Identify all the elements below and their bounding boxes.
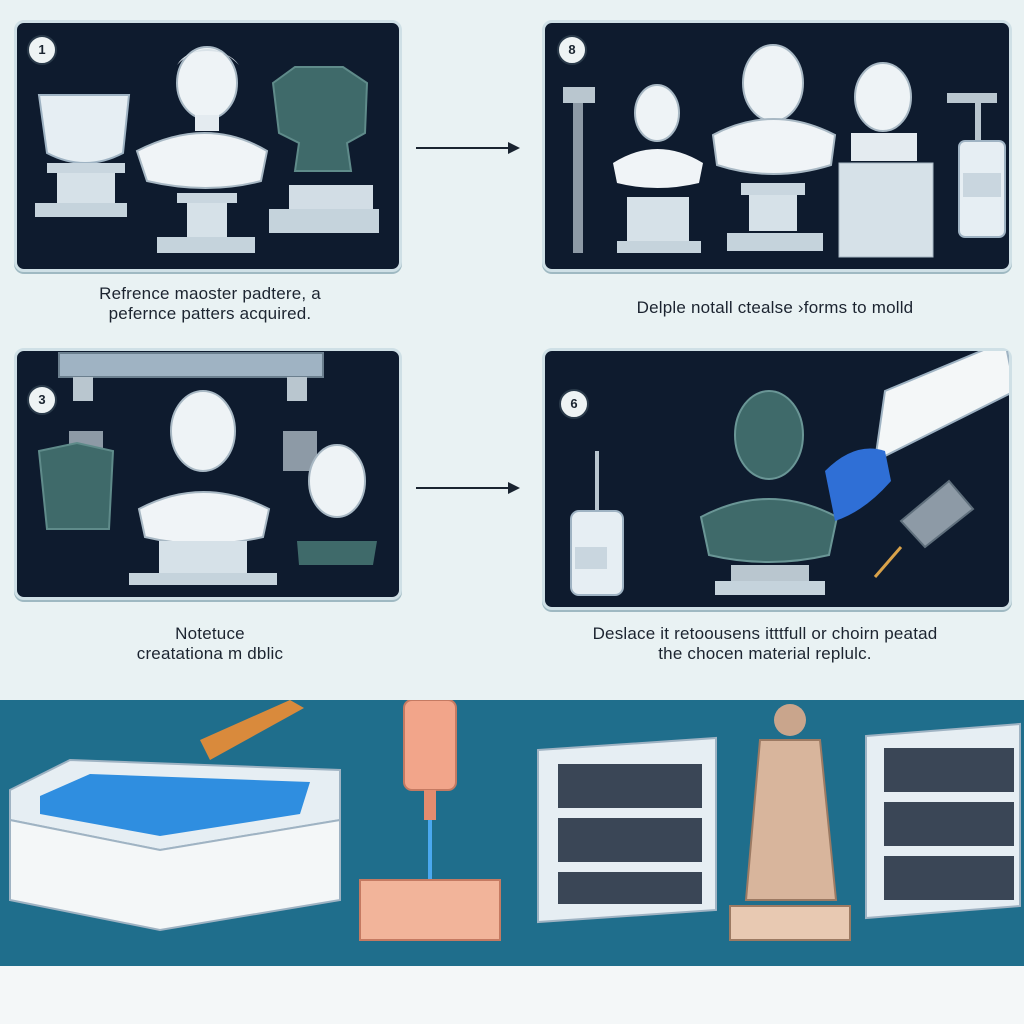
production-banner	[0, 700, 1024, 966]
bust-statue-icon	[699, 390, 839, 595]
bust-statue-icon	[613, 84, 703, 253]
step-4-illustration	[570, 351, 1009, 596]
step-2-caption-line-1: Delple notall ctealse ›forms to molld	[636, 298, 914, 317]
step-1-badge: 1	[27, 35, 57, 65]
dispenser-icon	[873, 479, 975, 578]
resin-jar-icon	[947, 93, 1006, 238]
step-3-badge: 3	[27, 385, 57, 415]
resin-tray-icon	[9, 700, 341, 932]
step-2-panel: 8	[542, 20, 1012, 272]
bust-statue-icon	[135, 46, 269, 253]
step-1-panel: 1	[14, 20, 402, 272]
arrow-right-icon	[416, 482, 520, 494]
step-3-panel: 3	[14, 348, 402, 600]
bust-statue-icon	[711, 44, 837, 251]
step-2-badge: 8	[557, 35, 587, 65]
shelf-replicas-icon	[865, 722, 1021, 920]
step-4-caption-line-1: Deslace it retoousens itttfull or choirn…	[592, 624, 938, 643]
mold-half-icon	[37, 441, 115, 530]
finished-statue-icon	[729, 704, 851, 941]
step-2-caption: Delple notall ctealse ›forms to molld	[570, 298, 980, 318]
step-3-caption-line-1: Notetuce	[175, 624, 245, 643]
arrow-right-icon	[416, 142, 520, 154]
gloved-hand-icon	[825, 351, 1009, 521]
step-1-caption-line-2: pefernce patters acquired.	[108, 304, 312, 323]
step-4-caption-line-2: the chocen material replulc.	[658, 644, 872, 663]
shelf-replicas-icon	[537, 736, 717, 924]
step-4-badge: 6	[559, 389, 589, 419]
bust-statue-icon	[838, 62, 934, 258]
nozzle-icon	[359, 700, 501, 941]
step-2-illustration	[563, 44, 1006, 258]
bowl-mold-icon	[35, 94, 131, 217]
production-illustration	[9, 700, 1021, 941]
step-4-caption: Deslace it retoousens itttfull or choirn…	[520, 624, 1010, 664]
step-1-illustration	[35, 46, 379, 253]
hammer-tool-icon	[563, 87, 595, 253]
resin-jar-icon	[570, 451, 624, 596]
bust-statue-icon	[129, 390, 277, 585]
step-1-caption-line-1: Refrence maoster padtere, a	[99, 284, 321, 303]
step-3-illustration	[37, 352, 377, 585]
step-4-panel: 6	[542, 348, 1012, 610]
step-3-caption: Notetuce creatationa m dblic	[40, 624, 380, 664]
bust-statue-icon	[297, 444, 377, 565]
footer-strip	[0, 966, 1024, 1024]
step-1-caption: Refrence maoster padtere, a pefernce pat…	[40, 284, 380, 324]
step-3-caption-line-2: creatationa m dblic	[136, 644, 284, 663]
mold-shell-icon	[269, 66, 379, 233]
